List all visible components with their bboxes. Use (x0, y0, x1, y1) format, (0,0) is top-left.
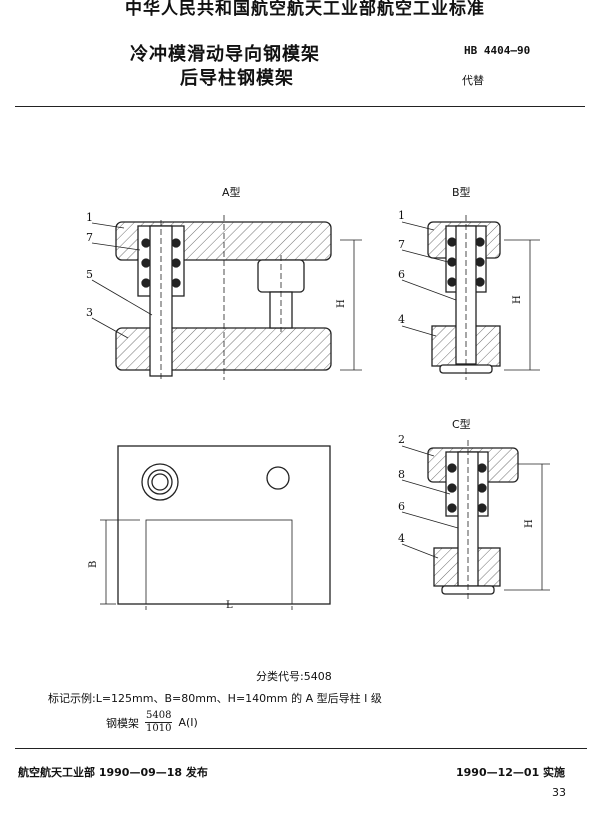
standard-title: 中华人民共和国航空航天工业部航空工业标准 (125, 0, 485, 19)
part-c-2: 2 (398, 433, 405, 446)
marking-example: 标记示例:L=125mm、B=80mm、H=140mm 的 A 型后导柱 I 级 (48, 692, 382, 705)
part-b-1: 1 (398, 209, 405, 222)
part-a-5: 5 (86, 268, 93, 281)
dim-b: B (88, 561, 99, 568)
part-b-4: 4 (398, 313, 405, 326)
designation-name: 钢模架 (106, 716, 139, 730)
footer-rule (15, 748, 587, 749)
dim-h-a: H (336, 299, 347, 308)
view-c-label: C型 (452, 417, 471, 431)
part-a-7: 7 (86, 231, 93, 244)
part-a-1: 1 (86, 211, 93, 224)
part-c-4: 4 (398, 532, 405, 545)
dim-h-c: H (524, 519, 535, 528)
standard-code: HB 4404—90 (464, 44, 531, 57)
die-set-drawing: A型 H 1 7 5 3 B型 (86, 185, 550, 610)
effective-date: 1990—12—01 实施 (456, 766, 566, 779)
designation-fraction: 5408 1010 (145, 710, 173, 735)
plan-view: B L (88, 445, 331, 610)
designation-denominator: 1010 (146, 723, 172, 734)
lower-plate (115, 327, 332, 371)
classification-code: 分类代号:5408 (256, 670, 332, 683)
title-line-1: 冷冲模滑动导向钢模架 (130, 44, 320, 65)
part-c-8: 8 (398, 468, 405, 481)
dim-l: L (226, 600, 233, 610)
designation-numerator: 5408 (145, 710, 173, 723)
view-b: B型 H (401, 185, 540, 380)
part-a-3: 3 (86, 306, 93, 319)
designation-suffix: A(I) (178, 716, 198, 729)
header-rule (15, 106, 585, 107)
issuer: 航空航天工业部 1990—09—18 发布 (18, 766, 208, 779)
part-b-7: 7 (398, 238, 405, 251)
title-line-2: 后导柱钢模架 (180, 68, 294, 89)
view-a-label: A型 (222, 185, 241, 199)
part-b-6: 6 (398, 268, 405, 281)
part-c-6: 6 (398, 500, 405, 513)
view-b-label: B型 (452, 185, 471, 199)
dim-h-b: H (512, 295, 523, 304)
view-a: A型 H (91, 185, 362, 380)
replaces-label: 代替 (462, 74, 484, 87)
designation: 钢模架 5408 1010 A(I) (106, 710, 198, 735)
page-number: 33 (552, 786, 566, 799)
view-c: C型 H (401, 417, 550, 600)
